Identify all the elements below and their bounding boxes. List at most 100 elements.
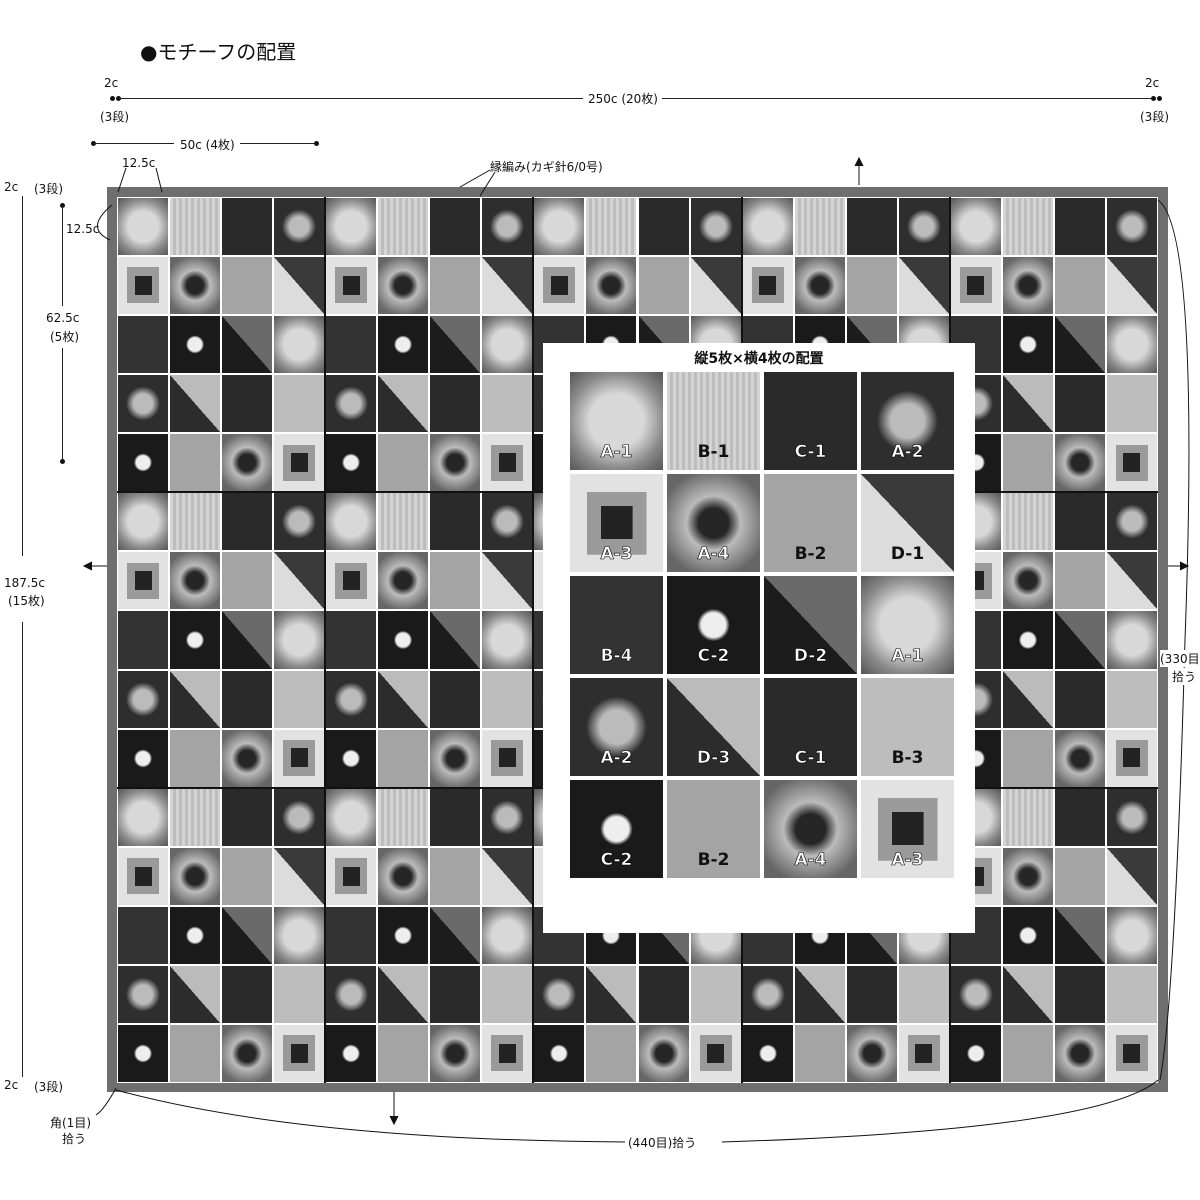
dim-block-height-count: (5枚) xyxy=(50,330,79,344)
motif-tile xyxy=(481,846,534,906)
motif-tile xyxy=(741,256,794,316)
motif-tile xyxy=(845,197,898,257)
motif-tile xyxy=(325,610,378,670)
motif-tile xyxy=(1053,433,1106,493)
motif-label: B-2 xyxy=(697,850,730,870)
motif-label: A-1 xyxy=(600,442,633,463)
motif-tile xyxy=(481,1023,534,1083)
motif-tile xyxy=(117,1023,170,1083)
motif-label: B-3 xyxy=(891,748,924,768)
motif-tile xyxy=(845,256,898,316)
motif-tile xyxy=(221,551,274,611)
motif-tile xyxy=(377,846,430,906)
motif-tile xyxy=(897,197,950,257)
motif-tile xyxy=(1053,787,1106,847)
motif-tile xyxy=(377,905,430,965)
motif-tile xyxy=(169,256,222,316)
motif-tile xyxy=(429,197,482,257)
motif-label: A-3 xyxy=(600,544,633,565)
motif-tile xyxy=(585,964,638,1024)
motif-tile xyxy=(429,787,482,847)
motif-tile xyxy=(481,433,534,493)
motif-tile xyxy=(949,256,1002,316)
motif-tile xyxy=(169,374,222,434)
motif-tile xyxy=(117,610,170,670)
motif-tile xyxy=(481,551,534,611)
dim-total-height: 187.5c xyxy=(4,576,45,590)
motif-tile xyxy=(1105,1023,1158,1083)
motif-tile xyxy=(1105,905,1158,965)
dim-line xyxy=(22,196,23,556)
motif-tile xyxy=(377,787,430,847)
motif-tile xyxy=(481,964,534,1024)
dim-edge-top-right: 2c xyxy=(1145,76,1160,90)
motif-tile xyxy=(273,610,326,670)
dim-dot xyxy=(1157,96,1162,101)
inset-motif-b-2: B-2 xyxy=(763,473,858,573)
motif-tile xyxy=(1105,610,1158,670)
motif-tile xyxy=(325,256,378,316)
motif-tile xyxy=(637,1023,690,1083)
motif-tile xyxy=(429,610,482,670)
motif-tile xyxy=(221,964,274,1024)
dim-dot xyxy=(91,141,96,146)
motif-tile xyxy=(221,905,274,965)
motif-tile xyxy=(481,905,534,965)
dim-edge-rows-right: (3段) xyxy=(1140,110,1169,124)
motif-tile xyxy=(377,1023,430,1083)
motif-tile xyxy=(793,1023,846,1083)
motif-tile xyxy=(481,728,534,788)
motif-tile xyxy=(325,1023,378,1083)
dim-edge-left-bottom: 2c xyxy=(4,1078,19,1092)
motif-tile xyxy=(1105,964,1158,1024)
motif-label: A-3 xyxy=(891,850,924,871)
motif-tile xyxy=(1105,374,1158,434)
motif-tile xyxy=(325,492,378,552)
motif-tile xyxy=(377,374,430,434)
motif-tile xyxy=(1053,374,1106,434)
motif-tile xyxy=(325,197,378,257)
corner-pick: 拾う xyxy=(62,1132,87,1146)
motif-tile xyxy=(117,846,170,906)
motif-tile xyxy=(1053,905,1106,965)
motif-tile xyxy=(273,846,326,906)
inset-motif-a-3: A-3 xyxy=(860,779,955,879)
motif-tile xyxy=(377,728,430,788)
motif-tile xyxy=(1001,256,1054,316)
motif-tile xyxy=(585,197,638,257)
motif-tile xyxy=(169,905,222,965)
motif-tile xyxy=(1001,728,1054,788)
motif-label: D-3 xyxy=(696,748,731,769)
motif-tile xyxy=(221,256,274,316)
border-label: 縁編み(カギ針6/0号) xyxy=(490,160,603,174)
motif-tile xyxy=(273,905,326,965)
inset-motif-b-3: B-3 xyxy=(860,677,955,777)
dim-dot xyxy=(314,141,319,146)
motif-tile xyxy=(1105,787,1158,847)
motif-tile xyxy=(689,197,742,257)
motif-tile xyxy=(741,1023,794,1083)
dim-block-height: 62.5c xyxy=(46,311,80,325)
motif-tile xyxy=(325,669,378,729)
motif-tile xyxy=(429,315,482,375)
dim-edge-left-bottom-rows: (3段) xyxy=(34,1080,63,1094)
motif-tile xyxy=(845,964,898,1024)
motif-tile xyxy=(325,787,378,847)
motif-tile xyxy=(221,433,274,493)
motif-tile xyxy=(429,1023,482,1083)
motif-label: A-4 xyxy=(697,544,730,565)
motif-tile xyxy=(377,433,430,493)
motif-tile xyxy=(1105,256,1158,316)
motif-tile xyxy=(169,197,222,257)
motif-tile xyxy=(273,256,326,316)
motif-tile xyxy=(273,374,326,434)
motif-tile xyxy=(1053,315,1106,375)
motif-tile xyxy=(1001,669,1054,729)
motif-tile xyxy=(273,551,326,611)
dim-dot xyxy=(1151,96,1156,101)
inset-motif-c-1: C-1 xyxy=(763,371,858,471)
motif-tile xyxy=(1105,197,1158,257)
inset-motif-d-1: D-1 xyxy=(860,473,955,573)
dim-line xyxy=(94,143,174,144)
